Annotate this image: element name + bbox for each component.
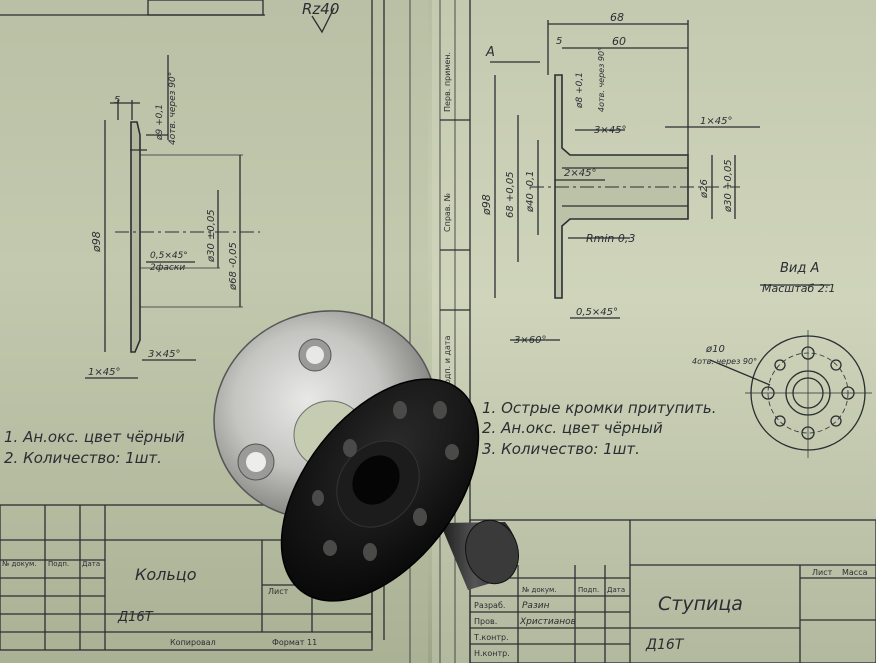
view-a-title: Вид А — [780, 261, 819, 276]
right-material: Д16Т — [645, 637, 685, 653]
dim-chamfer-d: 0,5×45° — [576, 307, 618, 318]
right-checker-name: Христианов — [519, 617, 576, 627]
anodized-hub — [280, 378, 519, 602]
dim-d98: ø98 — [90, 231, 103, 253]
dim-chamfer-1: 3×45° — [148, 349, 180, 360]
ring-section — [130, 121, 141, 353]
left-col-doc: № докум. — [2, 560, 37, 568]
right-col-doc: № докум. — [522, 586, 557, 594]
right-note-1: 1. Острые кромки притупить. — [482, 399, 716, 417]
right-note-3: 3. Количество: 1шт. — [482, 440, 640, 458]
left-col-sign: Подп. — [48, 560, 69, 568]
side-label-2: Справ. № — [443, 192, 452, 232]
dim-d68: ø68 -0,05 — [228, 242, 239, 291]
dim-inner-chamfer-note: 2фаски — [150, 263, 185, 273]
view-a-hole — [774, 359, 786, 371]
roughness-label: Rz40 — [302, 0, 339, 18]
right-mass-label: Масса — [842, 568, 868, 577]
dim-chamfer-2: 1×45° — [88, 367, 120, 378]
left-col-date: Дата — [82, 560, 100, 568]
hub-section — [554, 74, 689, 299]
left-format: Формат 11 — [272, 638, 317, 647]
right-title-block — [469, 519, 876, 663]
dim-d8: ø8 +0,1 — [575, 72, 585, 109]
side-label-1: Перв. примен. — [443, 52, 452, 112]
right-sheet-label: Лист — [812, 568, 833, 577]
left-sheet-label: Лист — [268, 587, 289, 596]
dim-inner-chamfer: 0,5×45° — [150, 251, 188, 261]
dim-chamfer-b: 2×45° — [564, 168, 596, 179]
dim-chamfer-e: 3×60° — [514, 335, 546, 346]
right-col-sign: Подп. — [578, 586, 599, 594]
dim-d30-right: ø30 +0,05 — [723, 159, 734, 213]
view-a-hole-note: 4отв. через 90° — [692, 357, 757, 366]
left-copied: Копировал — [170, 638, 216, 647]
dim-body: 60 — [612, 35, 626, 48]
left-material: Д16Т — [117, 610, 154, 625]
right-row-designer: Разраб. — [474, 601, 505, 610]
dim-holes: ø9 +0,1 — [155, 104, 165, 141]
right-designer-name: Разин — [522, 601, 550, 611]
roughness-mark — [311, 7, 335, 34]
dim-flange: 5 — [556, 36, 562, 47]
left-note-2: 2. Количество: 1шт. — [4, 449, 162, 467]
dim-d98-right: ø98 — [480, 194, 493, 216]
right-row-ncontrol: Н.контр. — [474, 649, 510, 658]
view-a-hole — [830, 359, 842, 371]
dim-d68-right: 68 +0,05 — [505, 171, 516, 218]
left-part-name: Кольцо — [135, 565, 197, 584]
right-row-checker: Пров. — [474, 617, 497, 626]
right-row-tcontrol: Т.контр. — [473, 633, 509, 642]
dim-d26: ø26 — [699, 179, 710, 199]
dim-chamfer-a: 3×45° — [594, 125, 626, 136]
view-a-scale: Масштаб 2:1 — [762, 282, 835, 295]
view-a-leader — [709, 359, 771, 386]
dim-thickness: 5 — [114, 95, 120, 106]
view-a-hole-dim: ø10 — [705, 344, 725, 355]
dim-overall: 68 — [610, 11, 624, 24]
view-a-hole — [830, 415, 842, 427]
dim-holes-note: 4отв. через 90° — [168, 72, 178, 145]
dim-chamfer-c: 1×45° — [700, 116, 732, 127]
right-col-date: Дата — [607, 586, 625, 594]
top-frame-box — [147, 0, 264, 16]
view-a-hole — [774, 415, 786, 427]
dim-radius: Rmin 0,3 — [586, 232, 635, 245]
dim-holes-right: 4отв. через 90° — [597, 47, 606, 112]
dim-d40: ø40 -0,1 — [525, 170, 536, 213]
right-note-2: 2. Ан.окс. цвет чёрный — [482, 419, 663, 437]
left-note-1: 1. Ан.окс. цвет чёрный — [4, 428, 185, 446]
section-label: А — [485, 45, 495, 60]
dim-d30: ø30 ±0,05 — [206, 209, 217, 263]
side-label-3: Подп. и дата — [443, 335, 452, 390]
right-part-name: Ступица — [658, 593, 743, 615]
